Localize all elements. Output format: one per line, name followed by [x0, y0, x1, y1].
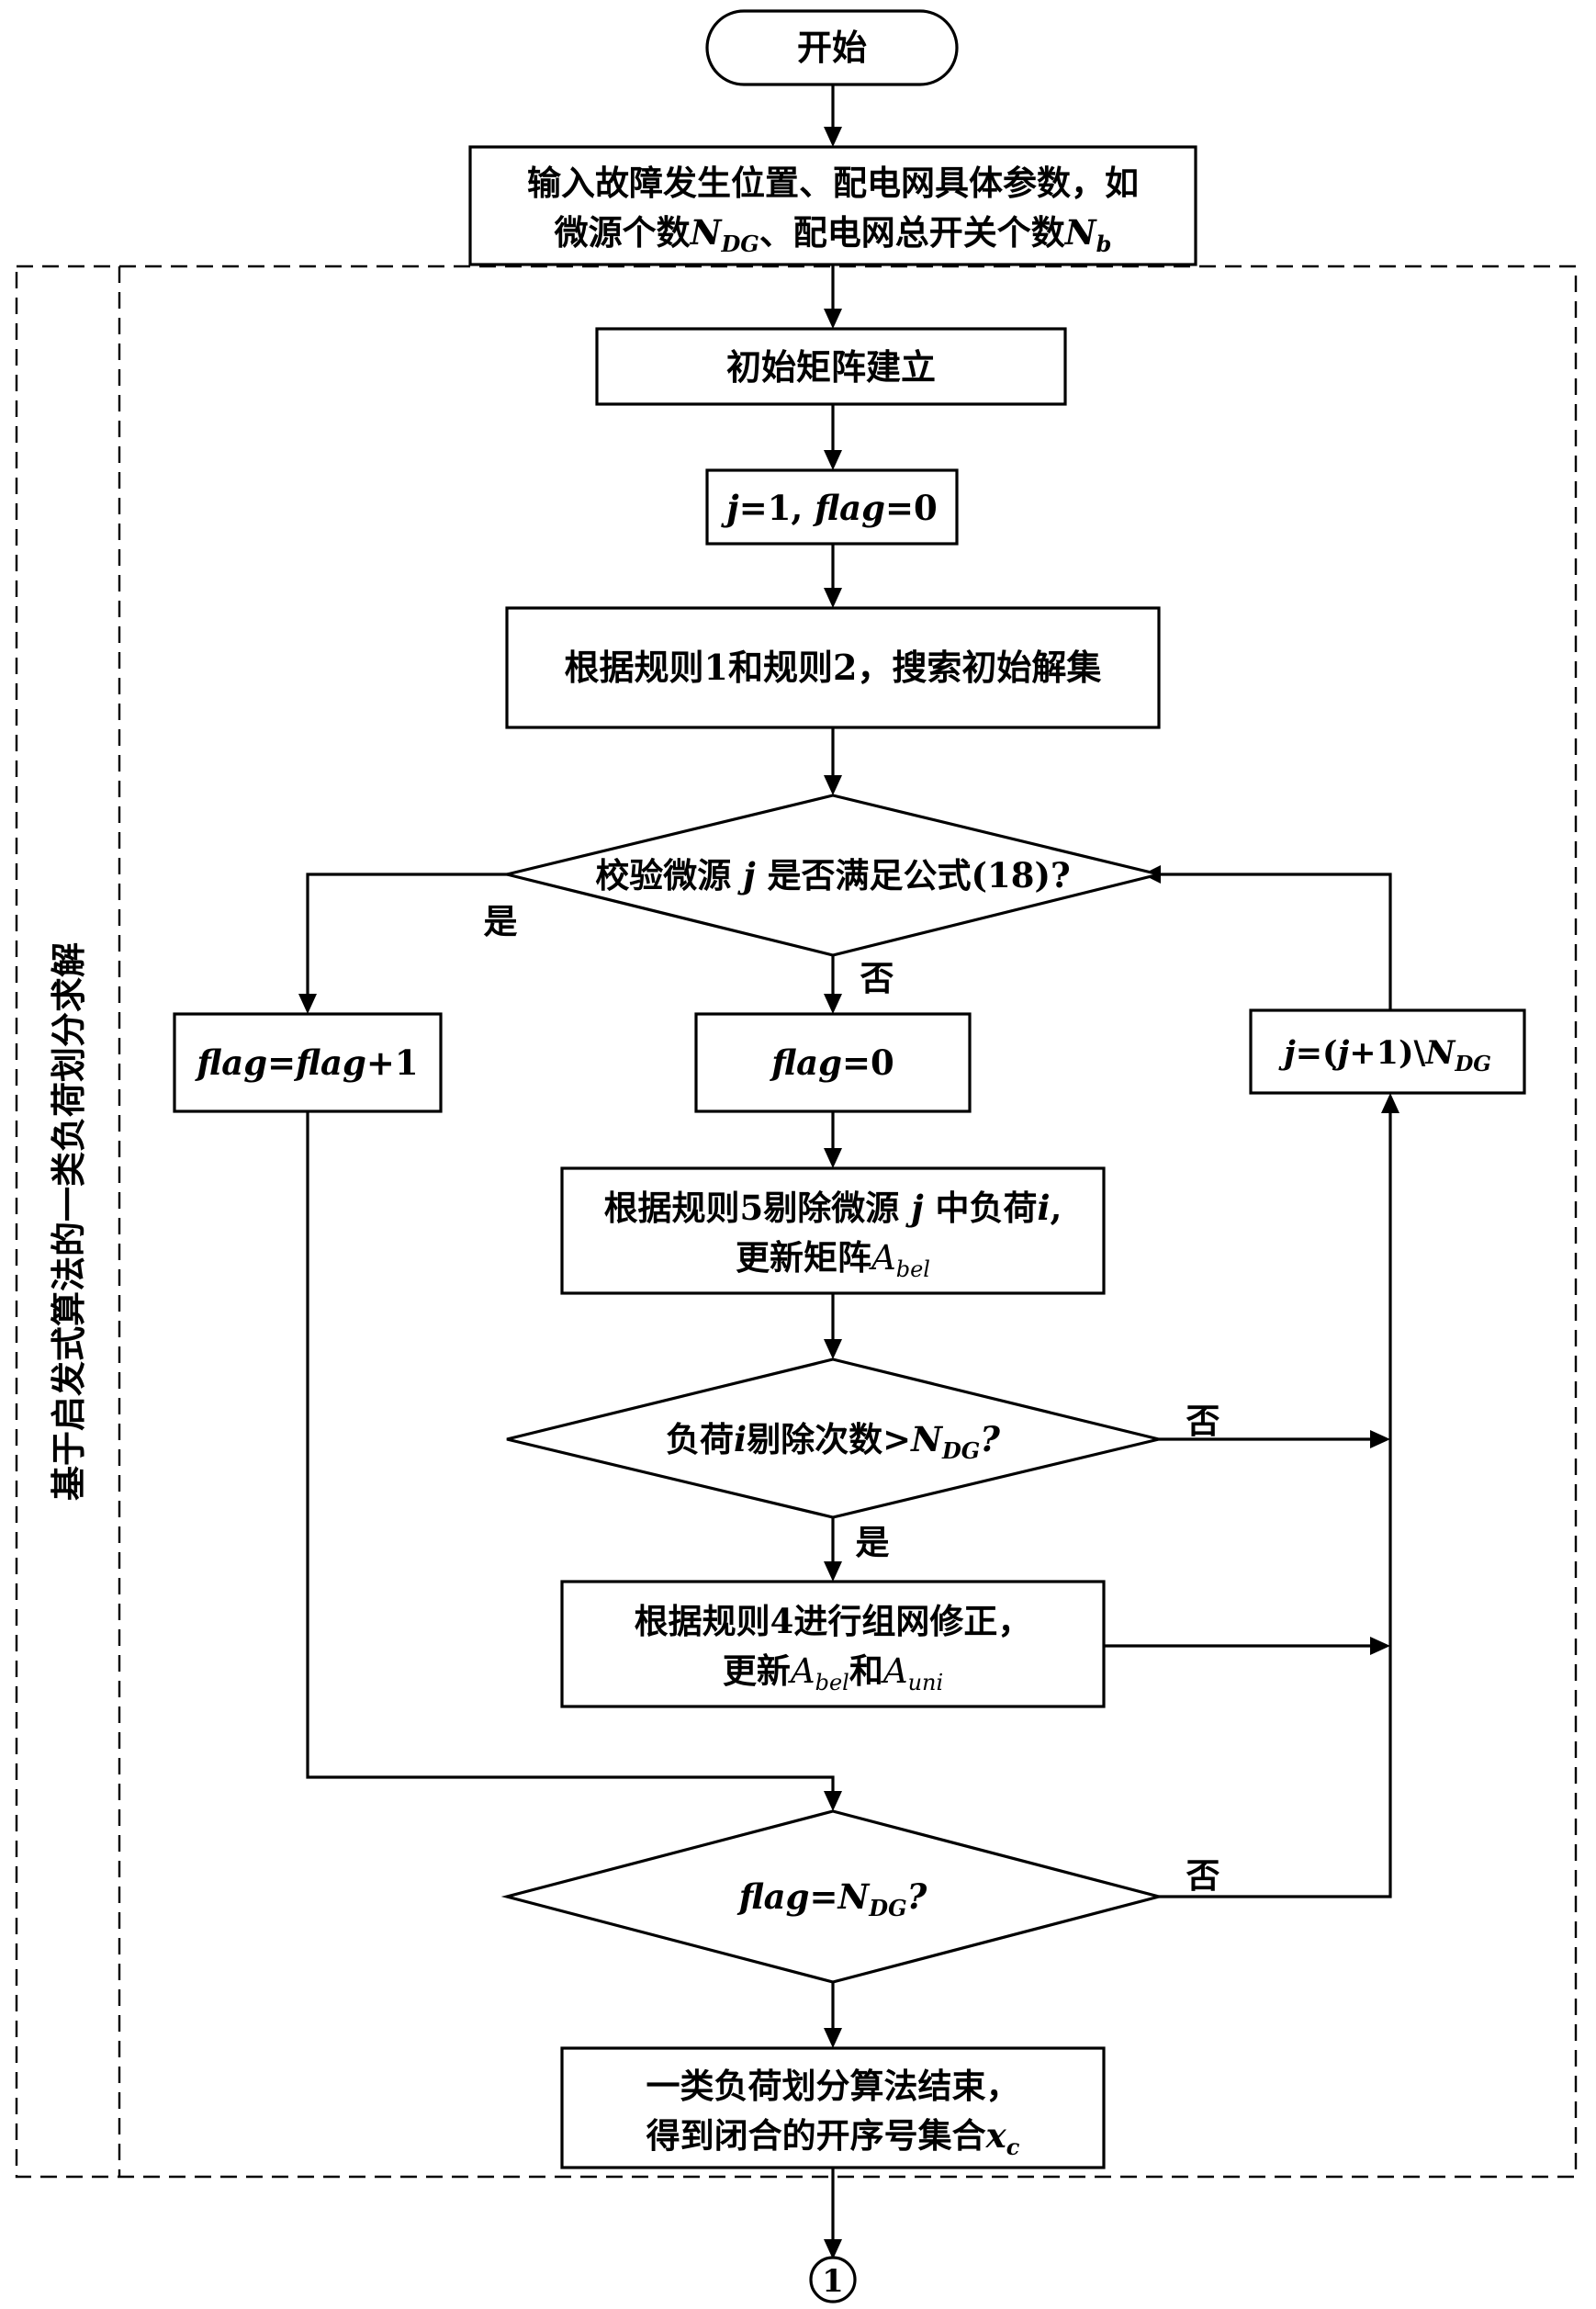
start-label: 开始 — [797, 27, 867, 68]
check-decision: 校验微源 j 是否满足公式(18)? — [507, 795, 1159, 955]
end-node: 一类负荷划分算法结束， 得到闭合的开序号集合xc — [562, 2048, 1104, 2168]
flag-zero-label: flag=0 — [769, 1042, 894, 1083]
input-line1: 输入故障发生位置、配电网具体参数，如 — [527, 163, 1139, 203]
group-label: 基于启发式算法的一类负荷划分求解 — [48, 942, 89, 1501]
connector-label: 1 — [822, 2263, 844, 2300]
flag-increment-node: flag=flag+1 — [174, 1014, 441, 1111]
search-node: 根据规则1和规则2，搜索初始解集 — [507, 608, 1159, 727]
remove-line1: 根据规则5剔除微源 j 中负荷i, — [604, 1188, 1062, 1228]
init-vars-label: j=1, flag=0 — [720, 488, 937, 528]
init-matrix-label: 初始矩阵建立 — [726, 346, 936, 388]
rule4-node: 根据规则4进行组网修正， 更新Abel和Auni — [562, 1582, 1104, 1706]
check-no-label: 否 — [860, 958, 894, 998]
count-no-label: 否 — [1186, 1401, 1220, 1441]
count-yes-label: 是 — [856, 1522, 890, 1562]
end-line2: 得到闭合的开序号集合xc — [646, 2115, 1020, 2160]
check-yes-label: 是 — [484, 901, 518, 941]
remove-node: 根据规则5剔除微源 j 中负荷i, 更新矩阵Abel — [562, 1168, 1104, 1293]
rule4-line1: 根据规则4进行组网修正， — [635, 1601, 1032, 1641]
j-update-node: j=(j+1)\NDG — [1251, 1010, 1524, 1093]
input-line2: 微源个数NDG、配电网总开关个数Nb — [554, 212, 1112, 257]
connector-node: 1 — [811, 2258, 855, 2302]
flag-increment-label: flag=flag+1 — [194, 1042, 418, 1083]
end-line1: 一类负荷划分算法结束， — [646, 2066, 1020, 2106]
search-label: 根据规则1和规则2，搜索初始解集 — [565, 647, 1102, 688]
input-node: 输入故障发生位置、配电网具体参数，如 微源个数NDG、配电网总开关个数Nb — [470, 147, 1196, 265]
init-vars-node: j=1, flag=0 — [707, 470, 957, 544]
flag-zero-node: flag=0 — [696, 1014, 970, 1111]
flag-check-decision: flag=NDG? — [507, 1811, 1159, 1982]
start-node: 开始 — [707, 11, 957, 84]
flag-no-label: 否 — [1186, 1855, 1220, 1896]
count-check-decision: 负荷i剔除次数>NDG? — [507, 1359, 1159, 1517]
init-matrix-node: 初始矩阵建立 — [597, 329, 1065, 404]
check-label: 校验微源 j 是否满足公式(18)? — [595, 855, 1070, 895]
